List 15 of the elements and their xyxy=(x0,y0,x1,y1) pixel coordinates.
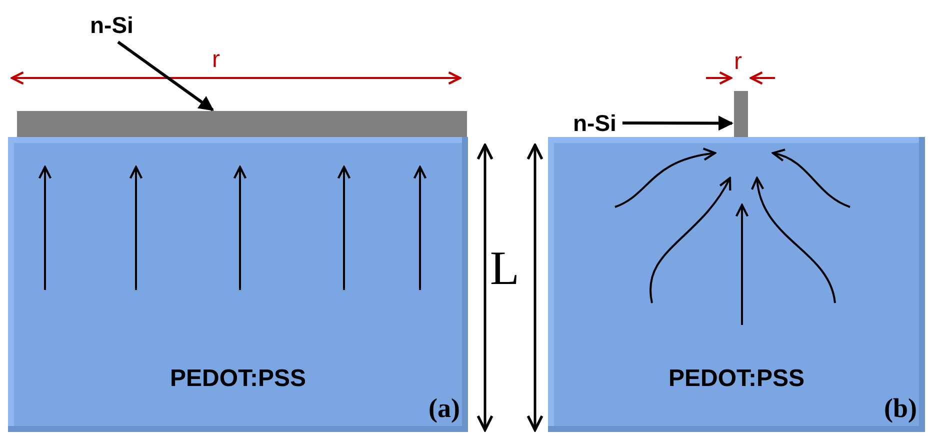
substrate-block xyxy=(8,137,468,432)
material-label: n-Si xyxy=(573,108,616,138)
material-label: n-Si xyxy=(90,10,134,40)
material-label: PEDOT:PSS xyxy=(667,365,806,393)
arrow xyxy=(622,116,734,131)
panel-label: (b) xyxy=(884,393,917,424)
panel-label: (a) xyxy=(428,393,460,424)
dimension-label: L xyxy=(490,245,520,293)
silicon-layer xyxy=(17,111,467,137)
silicon-pillar xyxy=(734,91,748,137)
arrow xyxy=(117,40,214,112)
dimension-label: r xyxy=(734,50,742,74)
substrate-block xyxy=(548,137,925,432)
material-label: PEDOT:PSS xyxy=(168,365,308,393)
dimension-label: r xyxy=(212,48,220,72)
